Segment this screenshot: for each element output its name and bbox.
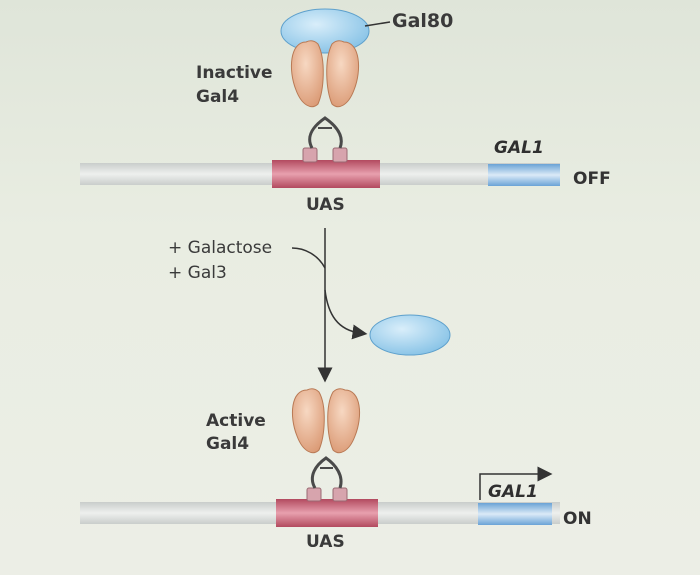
gal4-linker: [310, 456, 343, 489]
transition-arrows: [291, 228, 451, 383]
inactive-gal4-label-line2: Gal4: [196, 87, 240, 107]
uas-block-top: [272, 160, 380, 188]
gal3-label: + Gal3: [168, 263, 227, 283]
active-gal4-label-line1: Active: [206, 411, 266, 431]
gal4-lobe-right: [326, 40, 360, 108]
gal1-label-bottom: GAL1: [488, 482, 538, 502]
on-label: ON: [563, 509, 592, 529]
dna-binding-foot: [302, 147, 318, 163]
uas-label-bottom: UAS: [306, 532, 345, 552]
release-arrow: [324, 289, 368, 340]
active-gal4-label-line2: Gal4: [206, 434, 250, 454]
active-complex: [80, 388, 560, 527]
galactose-label: + Galactose: [168, 238, 273, 258]
inactive-complex: [80, 8, 560, 188]
gal4-lobe-right: [327, 388, 361, 454]
gal1-gene-bottom: [478, 503, 552, 525]
gal4-lobe-left: [290, 40, 324, 108]
gal4-lobe-left: [291, 388, 325, 454]
dna-binding-foot: [306, 487, 322, 502]
dna-binding-foot: [332, 147, 348, 163]
gal1-gene-top: [488, 164, 560, 186]
gal80-label: Gal80: [392, 10, 454, 32]
galactose-pointer-curve: [291, 247, 326, 269]
uas-label-top: UAS: [306, 195, 345, 215]
inactive-gal4-label-line1: Inactive: [196, 63, 273, 83]
off-label: OFF: [573, 169, 611, 189]
gal80-protein: [280, 8, 370, 54]
released-gal80-protein: [369, 314, 451, 356]
gal4-linker: [308, 116, 343, 149]
dna-binding-foot: [332, 487, 348, 502]
gal1-label-top: GAL1: [494, 138, 544, 158]
uas-block-bottom: [276, 499, 378, 527]
gal80-pointer-line: [364, 21, 391, 27]
transcription-arrow: [479, 466, 553, 500]
